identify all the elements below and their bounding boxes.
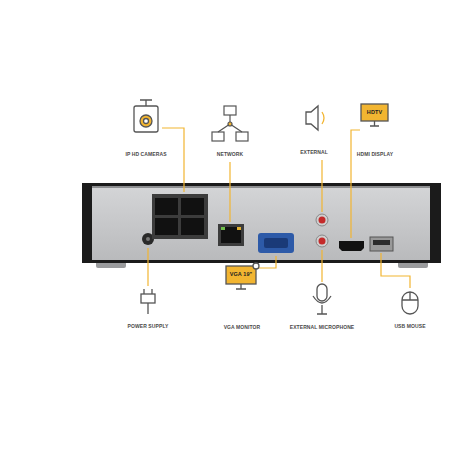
port-label: IP HD CAMERAS	[125, 152, 166, 157]
port-label: VGA MONITOR	[224, 325, 261, 330]
port-label: HDMI DISPLAY	[357, 152, 394, 157]
icon-text: VGA 19"	[230, 272, 253, 278]
port-label: POWER SUPPLY	[127, 324, 168, 329]
port-label: NETWORK	[217, 152, 244, 157]
port-label: USB MOUSE	[394, 324, 425, 329]
icon-text: HDTV	[367, 110, 382, 116]
port-label: EXTERNAL	[300, 150, 328, 155]
port-label: EXTERNAL MICROPHONE	[290, 325, 355, 330]
